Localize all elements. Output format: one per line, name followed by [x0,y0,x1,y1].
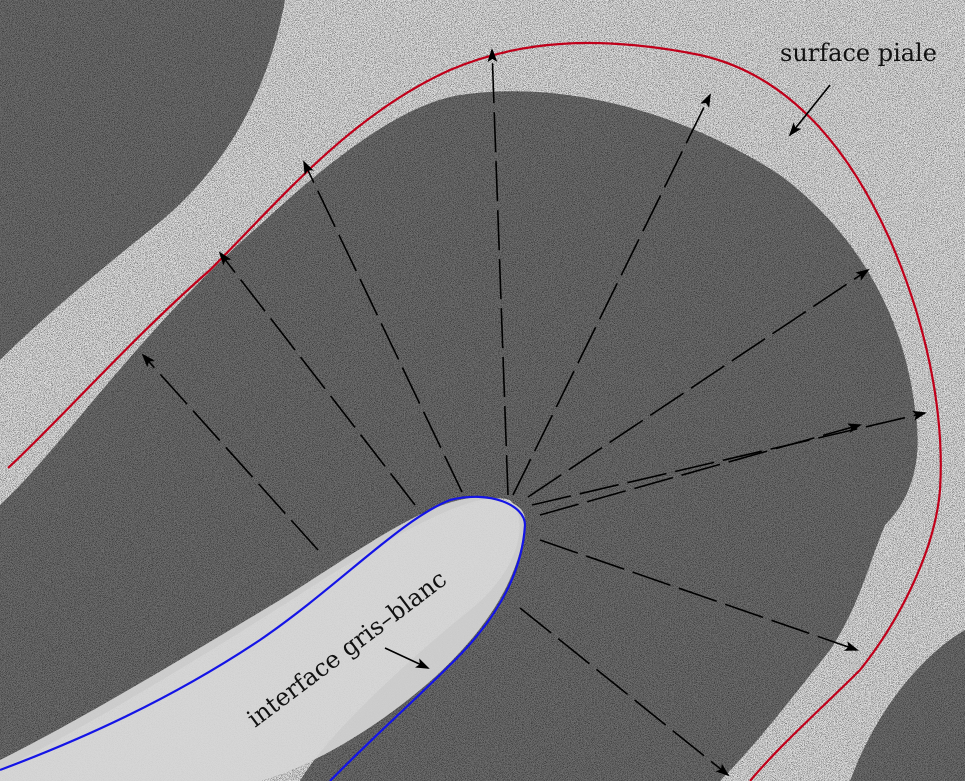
pial-surface-label: surface piale [780,39,937,67]
arrow [519,607,730,777]
arrows [141,48,927,777]
gray-white-interface-leader [384,647,430,669]
arrow [512,93,711,496]
gray-white-interface-line [0,495,527,781]
arrow [487,48,509,496]
arrow [218,251,416,506]
arrow [303,160,463,493]
arrow [141,353,319,551]
arrow [539,423,862,516]
arrow [531,410,927,506]
arrow [527,268,870,498]
pial-surface-leader [788,84,831,137]
arrow [539,539,859,651]
